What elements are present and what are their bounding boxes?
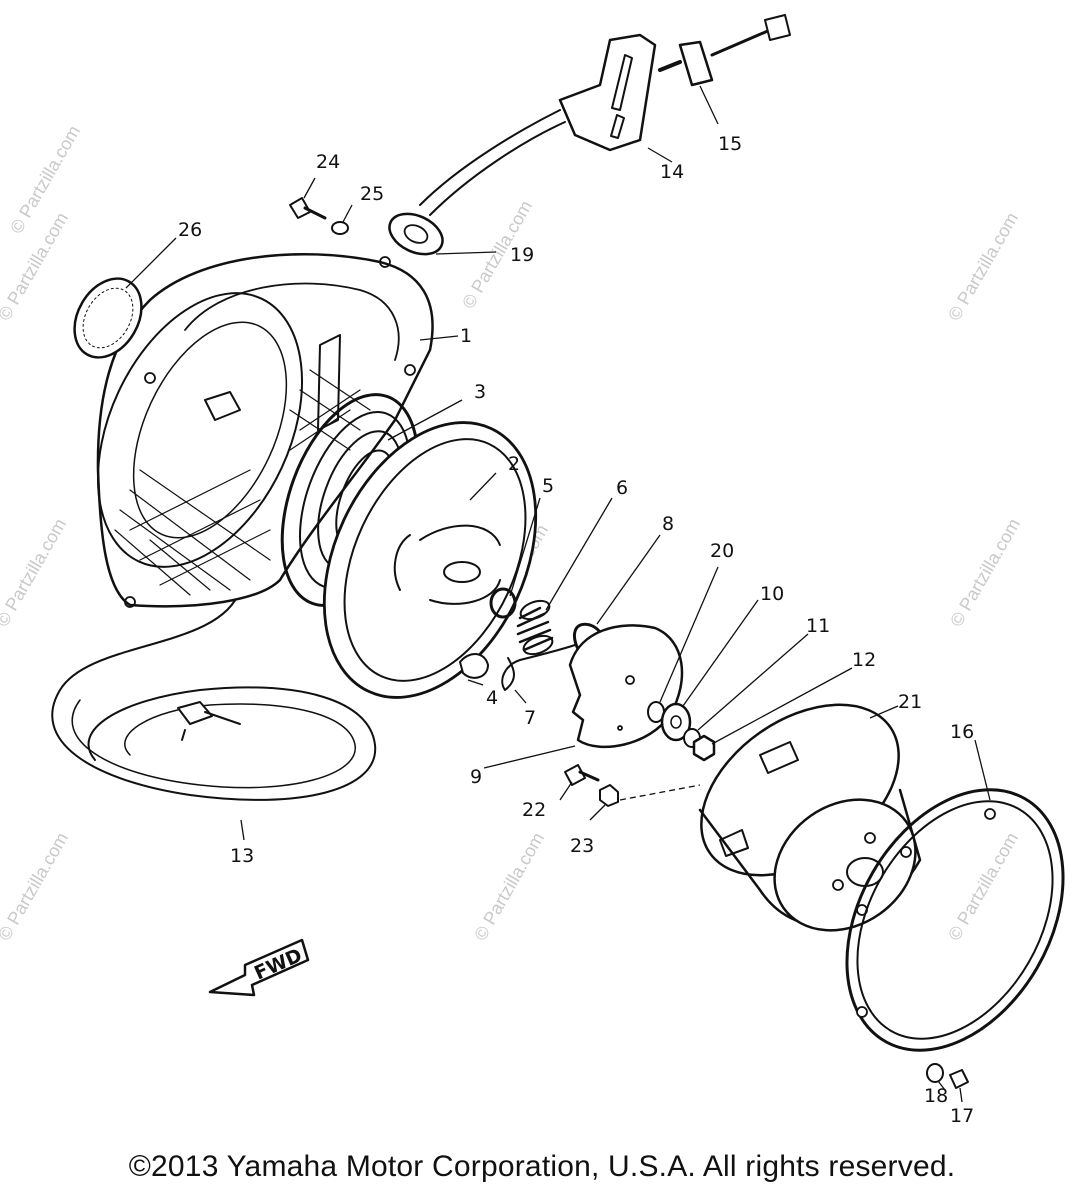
exploded-parts-diagram: © Partzilla.com © Partzilla.com © Partzi…	[0, 14, 1065, 1127]
label-part-4: 4	[486, 687, 498, 709]
part-15-cable-end	[658, 14, 791, 87]
label-part-20: 20	[710, 540, 734, 562]
label-part-6: 6	[616, 477, 628, 499]
part-4-pawl	[459, 653, 489, 679]
part-17-bolt	[949, 1069, 969, 1089]
label-part-7: 7	[524, 707, 536, 729]
part-13-starter-rope	[51, 589, 377, 801]
label-part-11: 11	[806, 615, 830, 637]
label-part-3: 3	[474, 381, 486, 403]
watermark: © Partzilla.com	[944, 829, 1022, 944]
label-part-17: 17	[950, 1105, 974, 1127]
watermark: © Partzilla.com	[946, 515, 1024, 630]
part-22-bolt	[564, 764, 600, 786]
label-part-12: 12	[852, 649, 876, 671]
watermark: © Partzilla.com	[470, 829, 548, 944]
leader-lines	[125, 85, 991, 1103]
part-1-starter-housing	[96, 252, 434, 608]
label-part-25: 25	[360, 183, 384, 205]
label-part-23: 23	[570, 835, 594, 857]
part-labels: 1 2 3 4 5 6 7 8 9 10 11 12 13 14 15 16 1…	[178, 133, 974, 1127]
part-6-spring	[516, 599, 554, 656]
watermark: © Partzilla.com	[944, 209, 1022, 324]
part-16-cover-ring	[845, 788, 1065, 1052]
label-part-5: 5	[542, 475, 554, 497]
label-part-9: 9	[470, 766, 482, 788]
label-part-8: 8	[662, 513, 674, 535]
part-24-bolt	[289, 197, 327, 220]
part-7-return-spring	[501, 644, 576, 691]
label-part-2: 2	[508, 453, 520, 475]
label-part-1: 1	[460, 325, 472, 347]
label-part-26: 26	[178, 219, 202, 241]
part-23-nut	[599, 784, 619, 807]
part-18-washer	[926, 1063, 944, 1083]
part-10-washer	[660, 702, 692, 742]
watermark: © Partzilla.com	[6, 122, 84, 237]
part-19-rope-guide	[388, 109, 566, 256]
part-26-grille	[73, 277, 143, 359]
part-25-washer	[331, 221, 349, 235]
watermark: © Partzilla.com	[0, 829, 72, 944]
label-part-10: 10	[760, 583, 784, 605]
part-14-starter-handle	[558, 33, 657, 152]
part-5-washer	[489, 587, 517, 619]
label-part-18: 18	[924, 1085, 948, 1107]
label-part-24: 24	[316, 151, 340, 173]
label-part-16: 16	[950, 721, 974, 743]
copyright-notice: ©2013 Yamaha Motor Corporation, U.S.A. A…	[128, 1150, 956, 1183]
watermark: © Partzilla.com	[0, 515, 70, 630]
part-12-nut	[692, 734, 716, 762]
label-part-19: 19	[510, 244, 534, 266]
fwd-arrow: FWD	[208, 938, 310, 997]
label-part-14: 14	[660, 161, 684, 183]
label-part-21: 21	[898, 691, 922, 713]
part-21-drive-cup	[698, 703, 922, 932]
label-part-15: 15	[718, 133, 742, 155]
label-part-13: 13	[230, 845, 254, 867]
label-part-22: 22	[522, 799, 546, 821]
